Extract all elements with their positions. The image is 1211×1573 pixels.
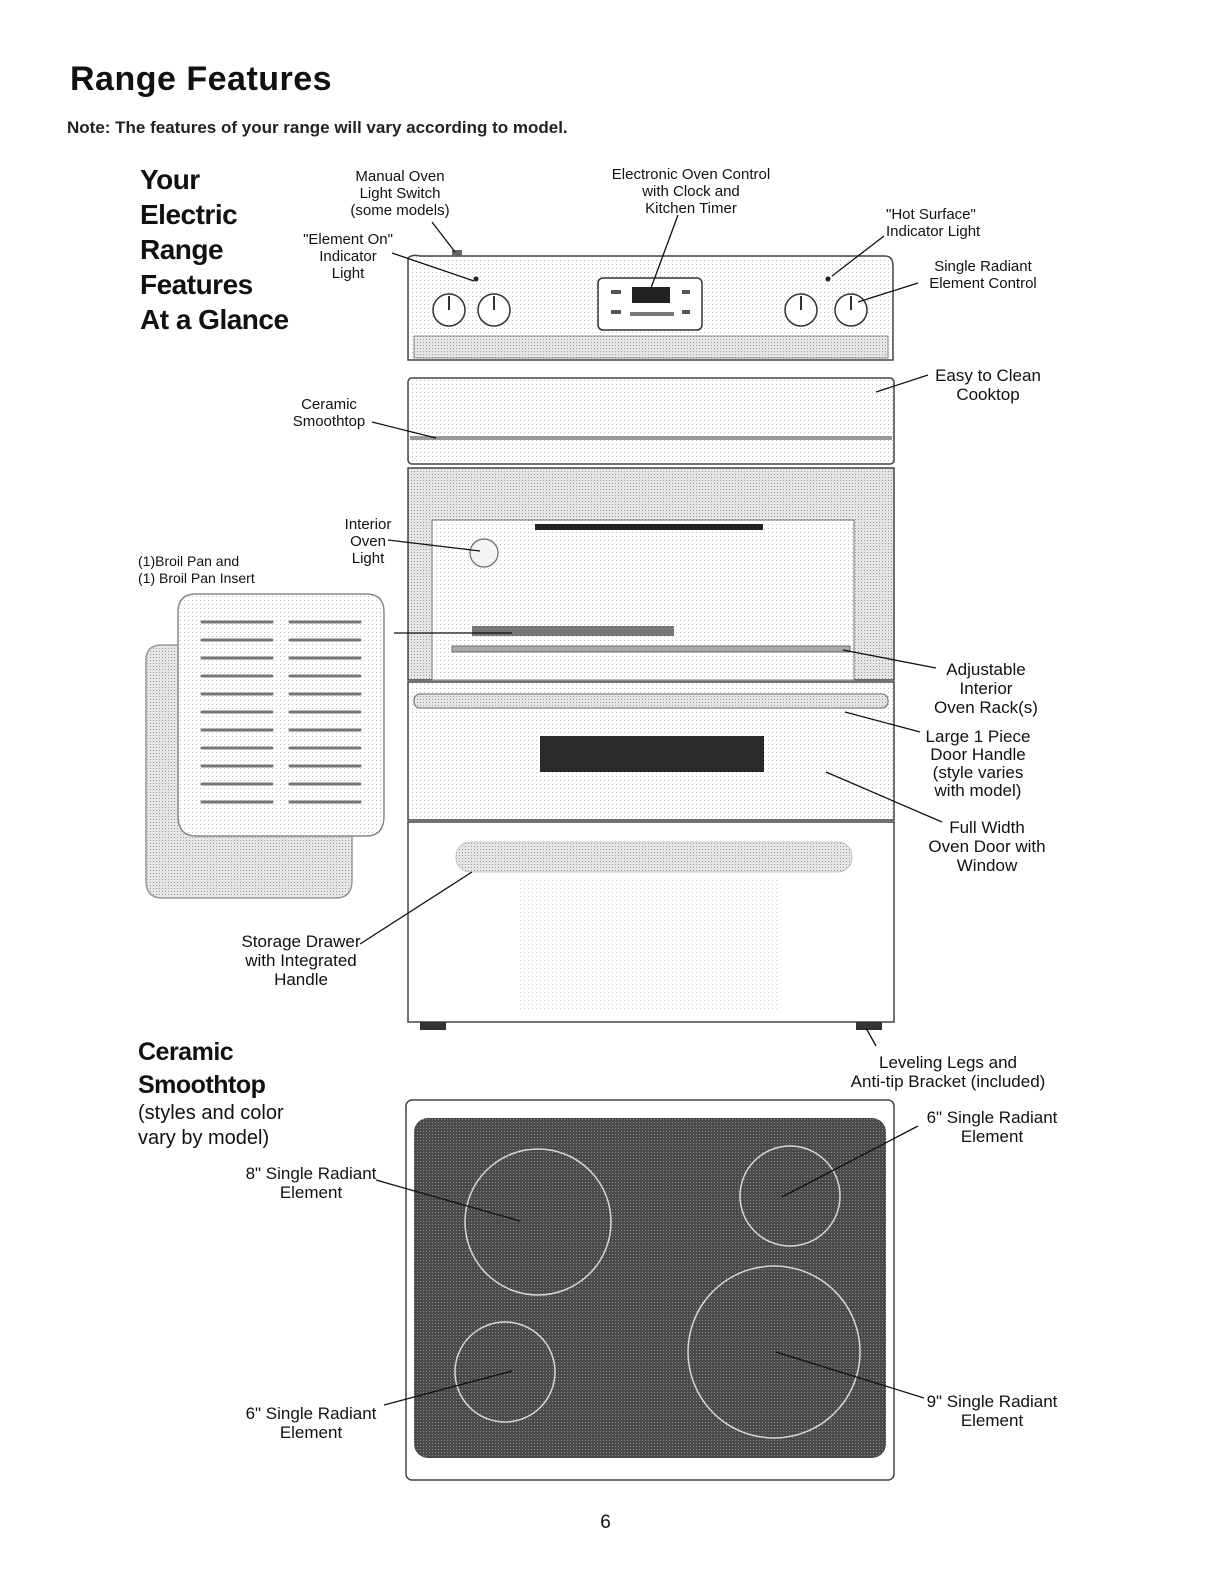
label-element-6-bottom: 6" Single Radiant Element [245, 1404, 377, 1442]
leader-lines [359, 214, 943, 1406]
electronic-oven-control[interactable] [597, 277, 703, 331]
label-element-6-top: 6" Single Radiant Element [926, 1108, 1058, 1146]
control-panel [407, 250, 894, 361]
range-heading: Your Electric Range Features At a Glance [140, 162, 289, 337]
label-oven-rack: Adjustable Interior Oven Rack(s) [934, 660, 1038, 717]
oven-door[interactable] [407, 681, 895, 821]
cooktop-subheading-line: (styles and color [138, 1102, 284, 1124]
label-leveling-legs: Leveling Legs and Anti-tip Bracket (incl… [850, 1053, 1046, 1091]
leveling-leg [856, 1022, 882, 1030]
label-oven-door: Full Width Oven Door with Window [928, 818, 1046, 875]
label-interior-light: Interior Oven Light [344, 516, 392, 567]
label-hot-surface: "Hot Surface" Indicator Light [886, 206, 981, 240]
element-knob[interactable] [834, 293, 868, 327]
broil-element [472, 626, 674, 636]
label-element-control: Single Radiant Element Control [929, 258, 1037, 292]
label-easy-clean: Easy to Clean Cooktop [935, 366, 1041, 404]
element-6in-top [739, 1145, 841, 1247]
page-note: Note: The features of your range will va… [67, 118, 568, 137]
range-heading-line: Your [140, 164, 200, 195]
oven-cavity [407, 467, 895, 681]
label-element-8: 8" Single Radiant Element [245, 1164, 377, 1202]
cooktop-heading: Ceramic Smoothtop [138, 1036, 266, 1102]
cooktop-edge [407, 377, 895, 465]
cooktop-heading-line: Smoothtop [138, 1071, 266, 1099]
label-smoothtop: Ceramic Smoothtop [292, 396, 366, 430]
label-oven-control: Electronic Oven Control with Clock and K… [611, 166, 771, 217]
element-6in-bottom [454, 1321, 556, 1423]
label-broil-pan: (1)Broil Pan and (1) Broil Pan Insert [138, 553, 255, 586]
hot-surface-light [825, 276, 831, 282]
range-heading-line: Electric [140, 199, 238, 230]
storage-drawer[interactable] [407, 821, 895, 1023]
door-handle[interactable] [413, 693, 889, 709]
element-knob[interactable] [432, 293, 466, 327]
cooktop-subheading: (styles and color vary by model) [138, 1101, 284, 1151]
element-8in [464, 1148, 612, 1296]
label-element-9: 9" Single Radiant Element [926, 1392, 1058, 1430]
interior-light-bulb [469, 538, 499, 568]
element-knob[interactable] [477, 293, 511, 327]
range-heading-line: Features [140, 269, 253, 300]
leveling-leg [420, 1022, 446, 1030]
manual-light-switch[interactable] [452, 250, 462, 256]
page-title: Range Features [70, 60, 333, 98]
label-manual-light: Manual Oven Light Switch (some models) [350, 168, 450, 219]
element-on-light [473, 276, 479, 282]
ceramic-smoothtop [405, 1099, 895, 1481]
range-heading-line: Range [140, 234, 224, 265]
label-storage-drawer: Storage Drawer with Integrated Handle [241, 932, 361, 989]
oven-rack[interactable] [451, 645, 851, 653]
page-number: 6 [600, 1512, 611, 1533]
label-element-on: "Element On" Indicator Light [303, 231, 393, 282]
label-door-handle: Large 1 Piece Door Handle (style varies … [925, 727, 1031, 800]
cooktop-subheading-line: vary by model) [138, 1127, 270, 1149]
element-9in [687, 1265, 861, 1439]
oven-window [540, 736, 764, 772]
cooktop-heading-line: Ceramic [138, 1038, 234, 1066]
broil-pan [145, 593, 385, 899]
element-knob[interactable] [784, 293, 818, 327]
range-heading-line: At a Glance [140, 304, 289, 335]
